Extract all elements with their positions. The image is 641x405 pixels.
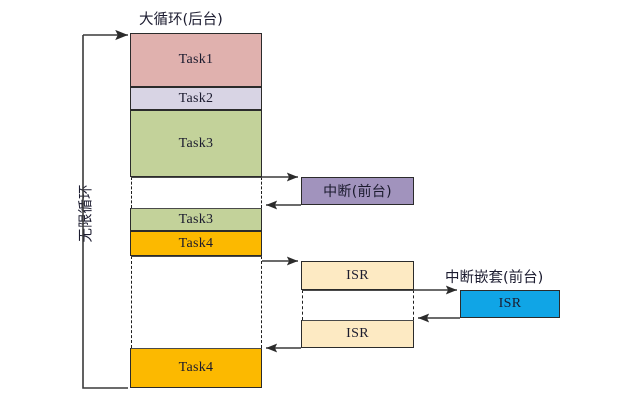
task-block-task2[interactable]: Task2 [130, 87, 262, 110]
sep-lower-top [131, 256, 262, 257]
dashed-guide-isr-right [413, 290, 414, 320]
sep-upper-bottom [131, 208, 262, 209]
dashed-guide-isr-left [302, 290, 303, 320]
task-block-task4-first[interactable]: Task4 [130, 231, 262, 256]
task-block-task3-first[interactable]: Task3 [130, 110, 262, 177]
task-block-task3-second[interactable]: Task3 [130, 208, 262, 231]
sep-isr-top [302, 290, 414, 291]
isr-block-second[interactable]: ISR [301, 320, 414, 348]
heading-nested-interrupt: 中断嵌套(前台) [445, 270, 544, 286]
dashed-guide-right-upper [261, 177, 262, 208]
nested-isr-block[interactable]: ISR [460, 290, 560, 318]
heading-main-loop: 大循环(后台) [139, 12, 223, 28]
sep-lower-bottom [131, 348, 262, 349]
infinite-loop-label: 无限循环 [78, 184, 95, 243]
task-block-task1[interactable]: Task1 [130, 33, 262, 87]
isr-block-first[interactable]: ISR [301, 261, 414, 290]
dashed-guide-right-lower [261, 256, 262, 348]
sep-upper-top [131, 177, 262, 178]
bottom-caption [0, 397, 641, 405]
dashed-guide-left-lower [131, 256, 132, 348]
sep-isr-bottom [302, 320, 414, 321]
interrupt-block[interactable]: 中断(前台) [301, 177, 414, 205]
task-block-task4-second[interactable]: Task4 [130, 348, 262, 388]
dashed-guide-left-upper [131, 177, 132, 208]
